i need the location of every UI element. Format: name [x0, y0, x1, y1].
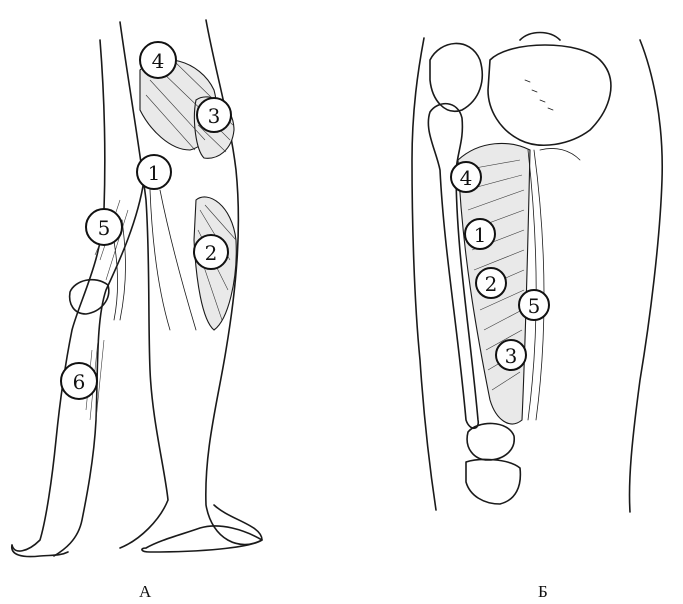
callout-number: 1: [474, 223, 487, 247]
callout-b-1: 4: [451, 162, 481, 192]
panel-b-label: Б: [538, 582, 548, 602]
panel-a-label: А: [139, 582, 151, 602]
callout-b-2: 1: [465, 219, 495, 249]
callout-number: 4: [152, 49, 165, 73]
callout-a-5: 2: [194, 235, 228, 269]
callout-number: 3: [505, 344, 518, 368]
callout-number: 2: [205, 241, 218, 265]
callout-a-2: 3: [197, 98, 231, 132]
callout-number: 5: [98, 216, 111, 240]
callout-number: 2: [485, 272, 498, 296]
callout-number: 1: [148, 161, 161, 185]
callout-number: 4: [460, 166, 473, 190]
callout-a-4: 5: [86, 209, 122, 245]
callout-b-5: 3: [496, 340, 526, 370]
panel-b-drawing: [412, 33, 662, 513]
callout-a-6: 6: [61, 363, 97, 399]
callout-a-3: 1: [137, 155, 171, 189]
callout-b-3: 2: [476, 268, 506, 298]
callout-b-4: 5: [519, 290, 549, 320]
callout-number: 5: [528, 294, 541, 318]
callout-a-1: 4: [140, 42, 176, 78]
callout-number: 6: [73, 370, 86, 394]
callout-number: 3: [208, 104, 221, 128]
